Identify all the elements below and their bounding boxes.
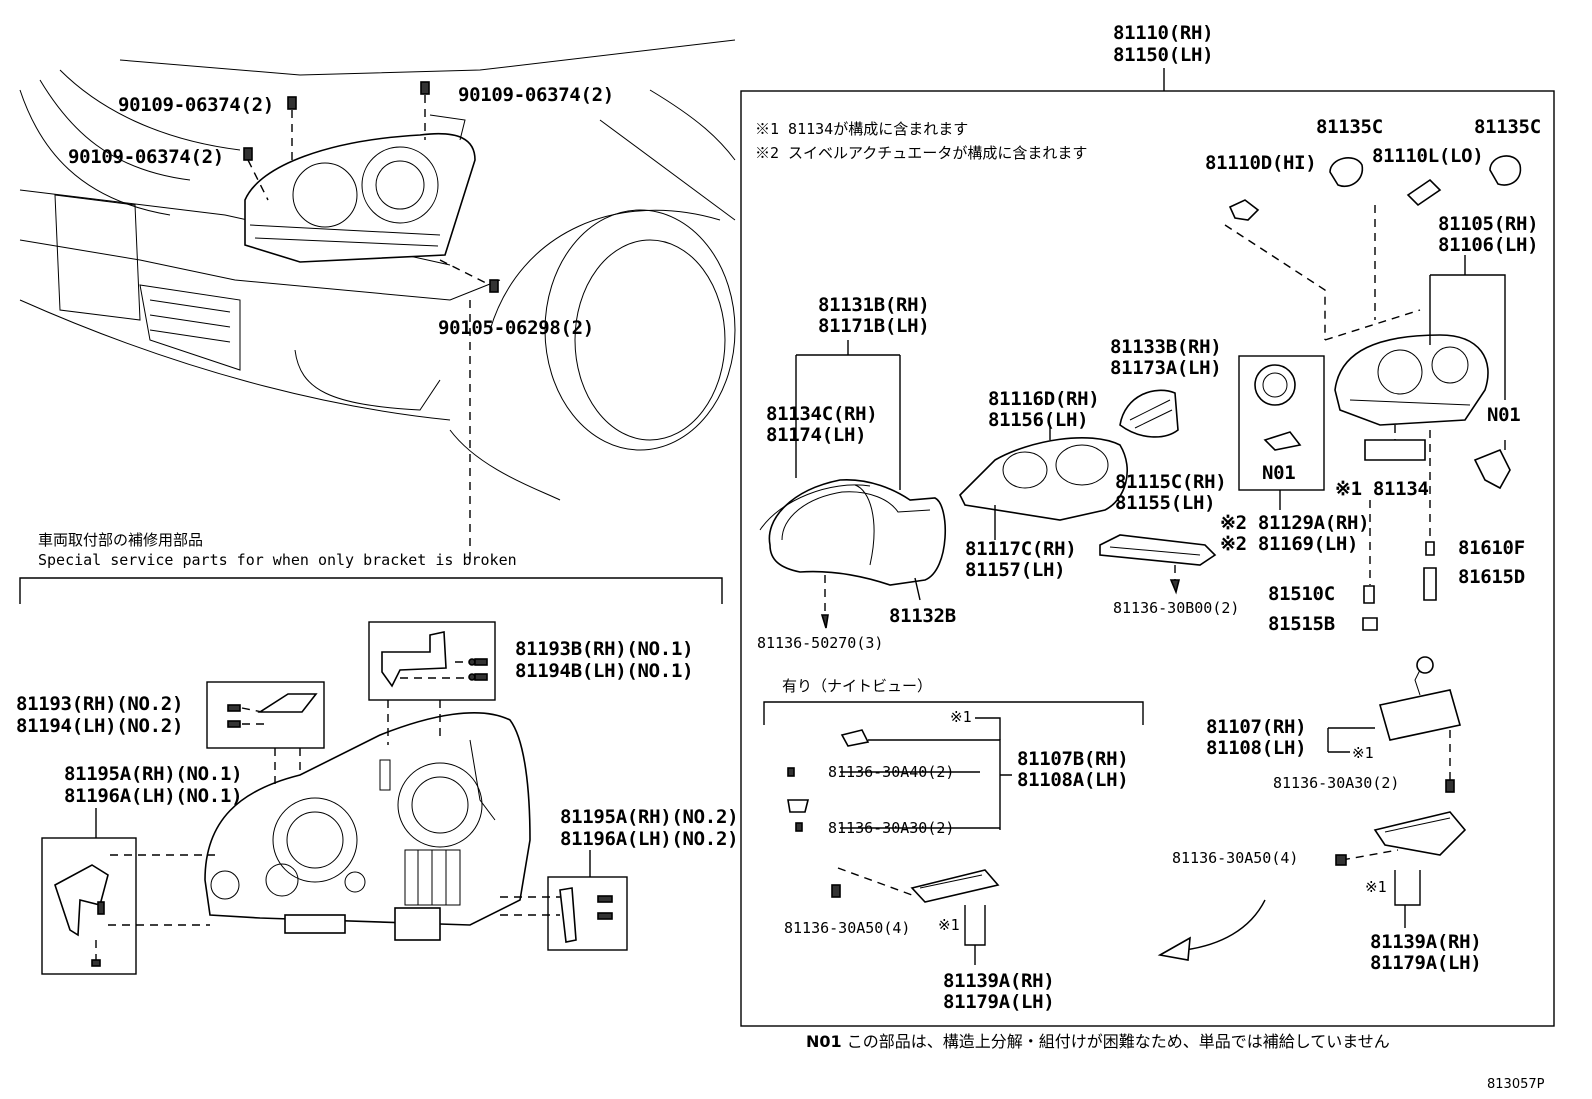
cover-label-rh: 81117C(RH)	[965, 538, 1077, 560]
screw-50270-label: 81136-50270(3)	[757, 634, 884, 652]
lens-label-lh: 81171B(LH)	[818, 315, 930, 337]
gasket-label-rh: 81134C(RH)	[766, 403, 878, 425]
bulb-81610f-label: 81610F	[1458, 537, 1525, 559]
side-bracket-no2-label-rh: 81195A(RH)(NO.2)	[560, 806, 739, 828]
note-2: ※2 スイベルアクチュエータが構成に含まれます	[755, 144, 1088, 162]
socket-label: 81515B	[1268, 613, 1335, 635]
bulb-81615d-label: 81615D	[1458, 566, 1525, 588]
gasket-label-lh: 81174(LH)	[766, 424, 867, 446]
bracket-headlight-illustration	[204, 711, 531, 941]
bulb-hi-label: 81110D(HI)	[1205, 152, 1317, 174]
nv-ecu-label-rh: 81107B(RH)	[1017, 748, 1129, 770]
bulb-81510c-label: 81510C	[1268, 583, 1335, 605]
footnote-label: N01	[806, 1032, 842, 1051]
bulb-lo-label: 81110L(LO)	[1372, 145, 1484, 167]
bracket-screw-label: 81136-30A50(4)	[1172, 849, 1299, 867]
bracket-no2-label-lh: 81194(LH)(NO.2)	[16, 715, 184, 737]
vehicle-front-illustration	[19, 39, 736, 560]
swivel-label-rh: ※2 81129A(RH)	[1220, 512, 1370, 534]
bolt-label-d: 90105-06298(2)	[438, 317, 594, 339]
side-bracket-no1-label-rh: 81195A(RH)(NO.1)	[64, 763, 243, 785]
lens-label-rh: 81131B(RH)	[818, 294, 930, 316]
reflector-label-lh: 81173A(LH)	[1110, 357, 1222, 379]
bracket-mark: ※1	[1365, 878, 1387, 896]
ecu-mark: ※1	[1352, 744, 1374, 762]
reflector-label-rh: 81133B(RH)	[1110, 336, 1222, 358]
footnote-text: この部品は、構造上分解・組付けが困難なため、単品では補給していません	[846, 1032, 1390, 1051]
bracket-label-rh: 81139A(RH)	[1370, 931, 1482, 953]
bracket-no2-box	[206, 681, 325, 790]
nv-screw-30a50-label: 81136-30A50(4)	[784, 919, 911, 937]
bracket-section-frame	[19, 577, 723, 604]
assembly-label-lh: 81150(LH)	[1113, 44, 1214, 66]
nv-bracket-label-lh: 81179A(LH)	[943, 991, 1055, 1013]
bracket-no1-side-box	[41, 808, 215, 975]
night-view-mark-1: ※1	[950, 708, 972, 726]
swivel-label-lh: ※2 81169(LH)	[1220, 533, 1359, 555]
bracket-section-title-jp: 車両取付部の補修用部品	[38, 531, 204, 549]
bolt-label-a: 90109-06374(2)	[118, 94, 274, 116]
ecu-label-lh: 81108(LH)	[1206, 737, 1307, 759]
gasket-81134-label: ※1 81134	[1335, 478, 1429, 500]
n01-label-b: N01	[1262, 462, 1296, 484]
moulding-label-rh: 81115C(RH)	[1115, 471, 1227, 493]
bolt-label-c: 90109-06374(2)	[68, 146, 224, 168]
note-1: ※1 81134が構成に含まれます	[755, 120, 969, 138]
ecu-screw-label: 81136-30A30(2)	[1273, 774, 1400, 792]
ecu-label-rh: 81107(RH)	[1206, 716, 1307, 738]
side-bracket-no2-label-lh: 81196A(LH)(NO.2)	[560, 828, 739, 850]
moulding-label-lh: 81155(LH)	[1115, 492, 1216, 514]
assembly-frame	[740, 68, 1555, 1027]
nv-ecu-label-lh: 81108A(LH)	[1017, 769, 1129, 791]
housing-label-rh: 81105(RH)	[1438, 213, 1539, 235]
bolt-label-b: 90109-06374(2)	[458, 84, 614, 106]
bracket-no1-label-rh: 81193B(RH)(NO.1)	[515, 638, 694, 660]
night-view-title: 有り（ナイトビュー）	[782, 677, 933, 695]
diagram-code: 813057P	[1487, 1077, 1545, 1092]
screw-30b00-label: 81136-30B00(2)	[1113, 599, 1240, 617]
assembly-label-rh: 81110(RH)	[1113, 22, 1214, 44]
side-bracket-no1-label-lh: 81196A(LH)(NO.1)	[64, 785, 243, 807]
bracket-no1-box	[368, 621, 496, 745]
bezel-label-lh: 81156(LH)	[988, 409, 1089, 431]
bracket-no2-side-box	[500, 850, 628, 951]
assembly-parts-illustration	[759, 155, 1522, 965]
cap-label-2: 81135C	[1474, 116, 1541, 138]
bracket-no1-label-lh: 81194B(LH)(NO.1)	[515, 660, 694, 682]
n01-label-a: N01	[1487, 404, 1521, 426]
nv-screw-30a30-label: 81136-30A30(2)	[828, 819, 955, 837]
bracket-section-title-en: Special service parts for when only brac…	[38, 551, 517, 569]
bezel-label-rh: 81116D(RH)	[988, 388, 1100, 410]
cap-label-1: 81135C	[1316, 116, 1383, 138]
bracket-label-lh: 81179A(LH)	[1370, 952, 1482, 974]
seal-label: 81132B	[889, 605, 956, 627]
housing-label-lh: 81106(LH)	[1438, 234, 1539, 256]
nv-screw-30a40-label: 81136-30A40(2)	[828, 763, 955, 781]
bracket-no2-label-rh: 81193(RH)(NO.2)	[16, 693, 184, 715]
footnote: N01 この部品は、構造上分解・組付けが困難なため、単品では補給していません	[806, 1034, 1390, 1050]
night-view-mark-2: ※1	[938, 916, 960, 934]
cover-label-lh: 81157(LH)	[965, 559, 1066, 581]
nv-bracket-label-rh: 81139A(RH)	[943, 970, 1055, 992]
